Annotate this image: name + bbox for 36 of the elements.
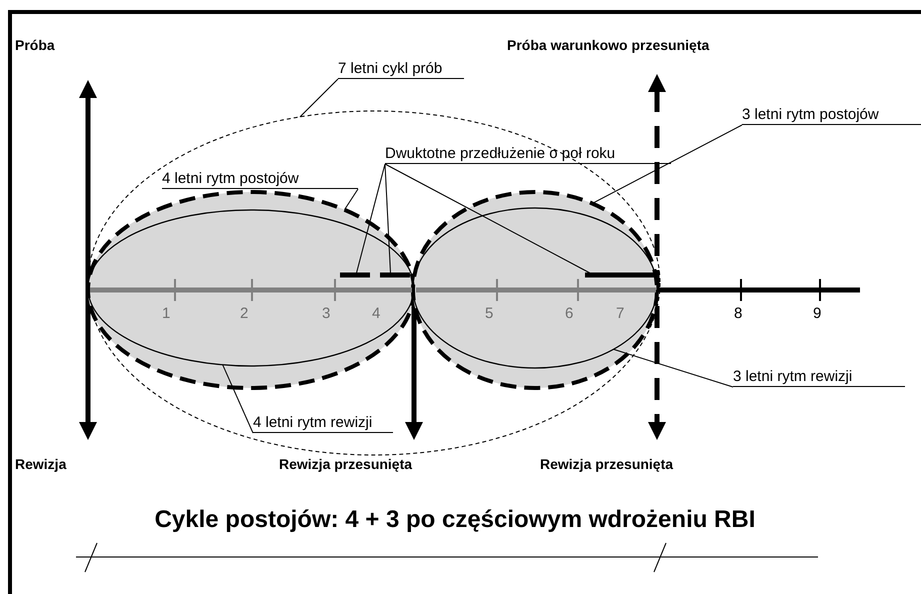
leader-line <box>344 188 358 210</box>
axis-label: Rewizja przesunięta <box>540 455 674 473</box>
callout-label: 4 letni rytm postojów <box>162 170 358 189</box>
leader-line <box>299 78 338 118</box>
tick-label: 1 <box>162 305 170 323</box>
leader-line <box>592 124 742 204</box>
leader-line <box>384 164 391 274</box>
tick-label: 7 <box>616 305 624 323</box>
tick-label: 9 <box>813 305 822 323</box>
dashed-ellipse <box>86 190 416 390</box>
callout-label: Dwuktotne przedłużenie o poł roku <box>385 145 671 164</box>
callout-label: 4 letni rytm rewizji <box>253 414 393 433</box>
leader-line <box>356 164 386 274</box>
axis-label: Próba warunkowo przesunięta <box>507 36 710 54</box>
axis-label: Rewizja <box>15 455 66 473</box>
ellipse-outline <box>412 207 658 369</box>
dash-mark <box>380 272 410 278</box>
tick-label: 5 <box>485 305 494 323</box>
tick-label: 3 <box>322 305 330 323</box>
diagram-title: Cykle postojów: 4 + 3 po częściowym wdrożeniu RBI <box>154 506 756 534</box>
tick-label: 8 <box>734 305 742 323</box>
tick-label: 6 <box>565 305 574 323</box>
axis-label: Rewizja przesunięta <box>279 455 412 473</box>
callout-label: 3 letni rytm postojów <box>742 106 921 125</box>
axis-label: Próba <box>15 36 55 54</box>
dash-mark <box>585 272 655 278</box>
leader-line <box>384 164 590 274</box>
leader-line <box>612 348 734 388</box>
callout-label: 7 letni cykl prób <box>338 60 464 79</box>
ellipse-outline <box>87 209 415 367</box>
tick-label: 2 <box>240 305 248 323</box>
tick-label: 4 <box>372 305 380 323</box>
callout-label: 3 letni rytm rewizji <box>733 368 905 387</box>
dash-mark <box>340 272 370 278</box>
dashed-ellipse <box>411 190 659 390</box>
dotted-ellipse <box>88 110 660 456</box>
